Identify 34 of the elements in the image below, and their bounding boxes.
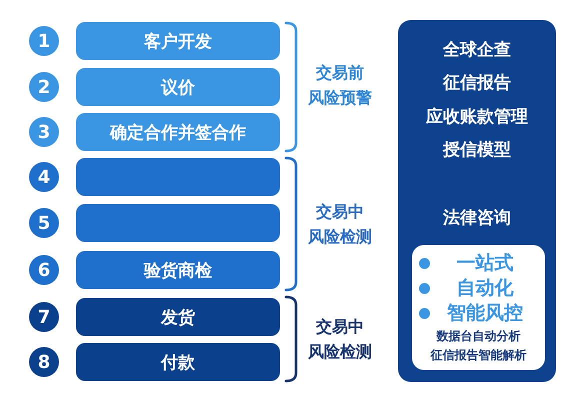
service-item: 征信报告 <box>442 72 512 95</box>
step-box <box>76 158 280 196</box>
step-box: 验货商检 <box>76 251 280 289</box>
step-box: 议价 <box>76 68 280 106</box>
step-number: 4 <box>29 162 59 192</box>
step-box: 确定合作并签合作 <box>76 113 280 151</box>
step-number: 2 <box>29 72 59 102</box>
note-text: 数据台自动分析 <box>435 328 522 345</box>
step-number: 1 <box>29 26 59 56</box>
feature-text: 一站式 <box>456 251 514 275</box>
service-item: 法律咨询 <box>442 207 512 230</box>
service-item: 授信模型 <box>442 139 512 162</box>
feature-text: 智能风控 <box>446 301 524 325</box>
step-number: 3 <box>29 117 59 147</box>
step-box: 客户开发 <box>76 22 280 60</box>
step-number: 7 <box>29 302 59 332</box>
step-number: 6 <box>29 255 59 285</box>
stage-label: 交易中 <box>315 201 365 223</box>
stage-label: 交易中 <box>315 316 365 338</box>
stage-label: 风险检测 <box>307 341 373 363</box>
feature-box <box>412 245 545 370</box>
step-box: 付款 <box>76 343 280 381</box>
note-text: 征信报告智能解析 <box>429 347 528 364</box>
stage-label: 风险预警 <box>307 87 373 109</box>
service-panel <box>398 20 556 382</box>
step-number: 5 <box>29 208 59 238</box>
step-box: 发货 <box>76 298 280 336</box>
stage-label: 风险检测 <box>307 226 373 248</box>
stage-label: 交易前 <box>315 62 365 84</box>
service-item: 全球企查 <box>442 39 512 62</box>
step-box <box>76 204 280 242</box>
service-item: 应收账款管理 <box>424 106 529 129</box>
step-number: 8 <box>29 347 59 377</box>
feature-text: 自动化 <box>456 276 514 300</box>
